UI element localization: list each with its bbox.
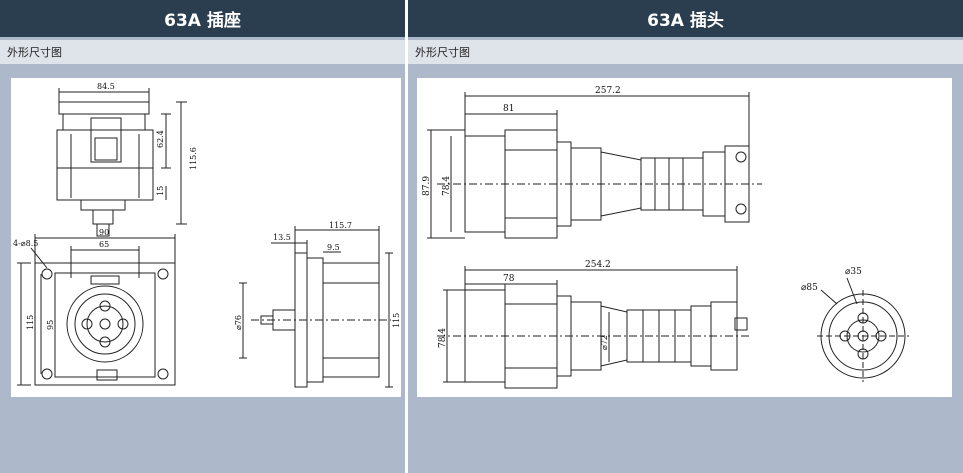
dim-height-upper: 62.4 [156, 130, 165, 148]
dim-bottom-cable: ⌀72 [600, 335, 609, 350]
dim-front-width-outer: 90 [99, 228, 109, 237]
dim-front-height-inner: 95 [46, 320, 55, 330]
dim-height-total: 115.6 [189, 147, 198, 170]
plug-drawing: 257.2 81 87.9 78.4 254.2 78 78.4 ⌀72 ⌀85… [417, 78, 952, 397]
dim-height-lower: 15 [156, 186, 165, 196]
dim-front-height-outer: 115 [26, 315, 35, 330]
dim-top-dia-inner: 78.4 [442, 176, 452, 196]
socket-dimension-drawing: 84.5 115.6 62.4 15 90 65 4-⌀8.5 115 95 1… [13, 82, 401, 388]
panel-socket: 63A 插座 外形尺寸图 [0, 0, 405, 473]
dim-side-length: 115.7 [329, 221, 352, 230]
dim-bottom-dia: 78.4 [438, 328, 448, 348]
panel-title: 63A 插头 [408, 0, 963, 37]
dim-top-body: 81 [503, 104, 514, 114]
dim-face-inner: ⌀35 [845, 267, 862, 277]
panel-title: 63A 插座 [0, 0, 405, 37]
dim-side-height: 115 [392, 313, 401, 328]
dim-side-small: 9.5 [327, 243, 340, 252]
dim-top-length: 257.2 [595, 86, 621, 96]
panel-subtitle: 外形尺寸图 [408, 40, 963, 64]
panel-plug: 63A 插头 外形尺寸图 [408, 0, 963, 473]
dim-top-width: 84.5 [97, 82, 115, 91]
dim-bottom-length: 254.2 [585, 260, 611, 270]
socket-drawing: 84.5 115.6 62.4 15 90 65 4-⌀8.5 115 95 1… [11, 78, 401, 397]
dim-bottom-body: 78 [503, 274, 515, 284]
dim-top-dia-outer: 87.9 [422, 176, 432, 196]
panel-subtitle: 外形尺寸图 [0, 40, 405, 64]
dim-side-flange: 13.5 [273, 233, 291, 242]
dim-holes: 4-⌀8.5 [13, 239, 38, 248]
plug-dimension-drawing: 257.2 81 87.9 78.4 254.2 78 78.4 ⌀72 ⌀85… [422, 86, 909, 389]
dim-side-diameter: ⌀76 [234, 315, 243, 330]
dim-face-outer: ⌀85 [801, 283, 818, 293]
dim-front-width-inner: 65 [99, 240, 109, 249]
